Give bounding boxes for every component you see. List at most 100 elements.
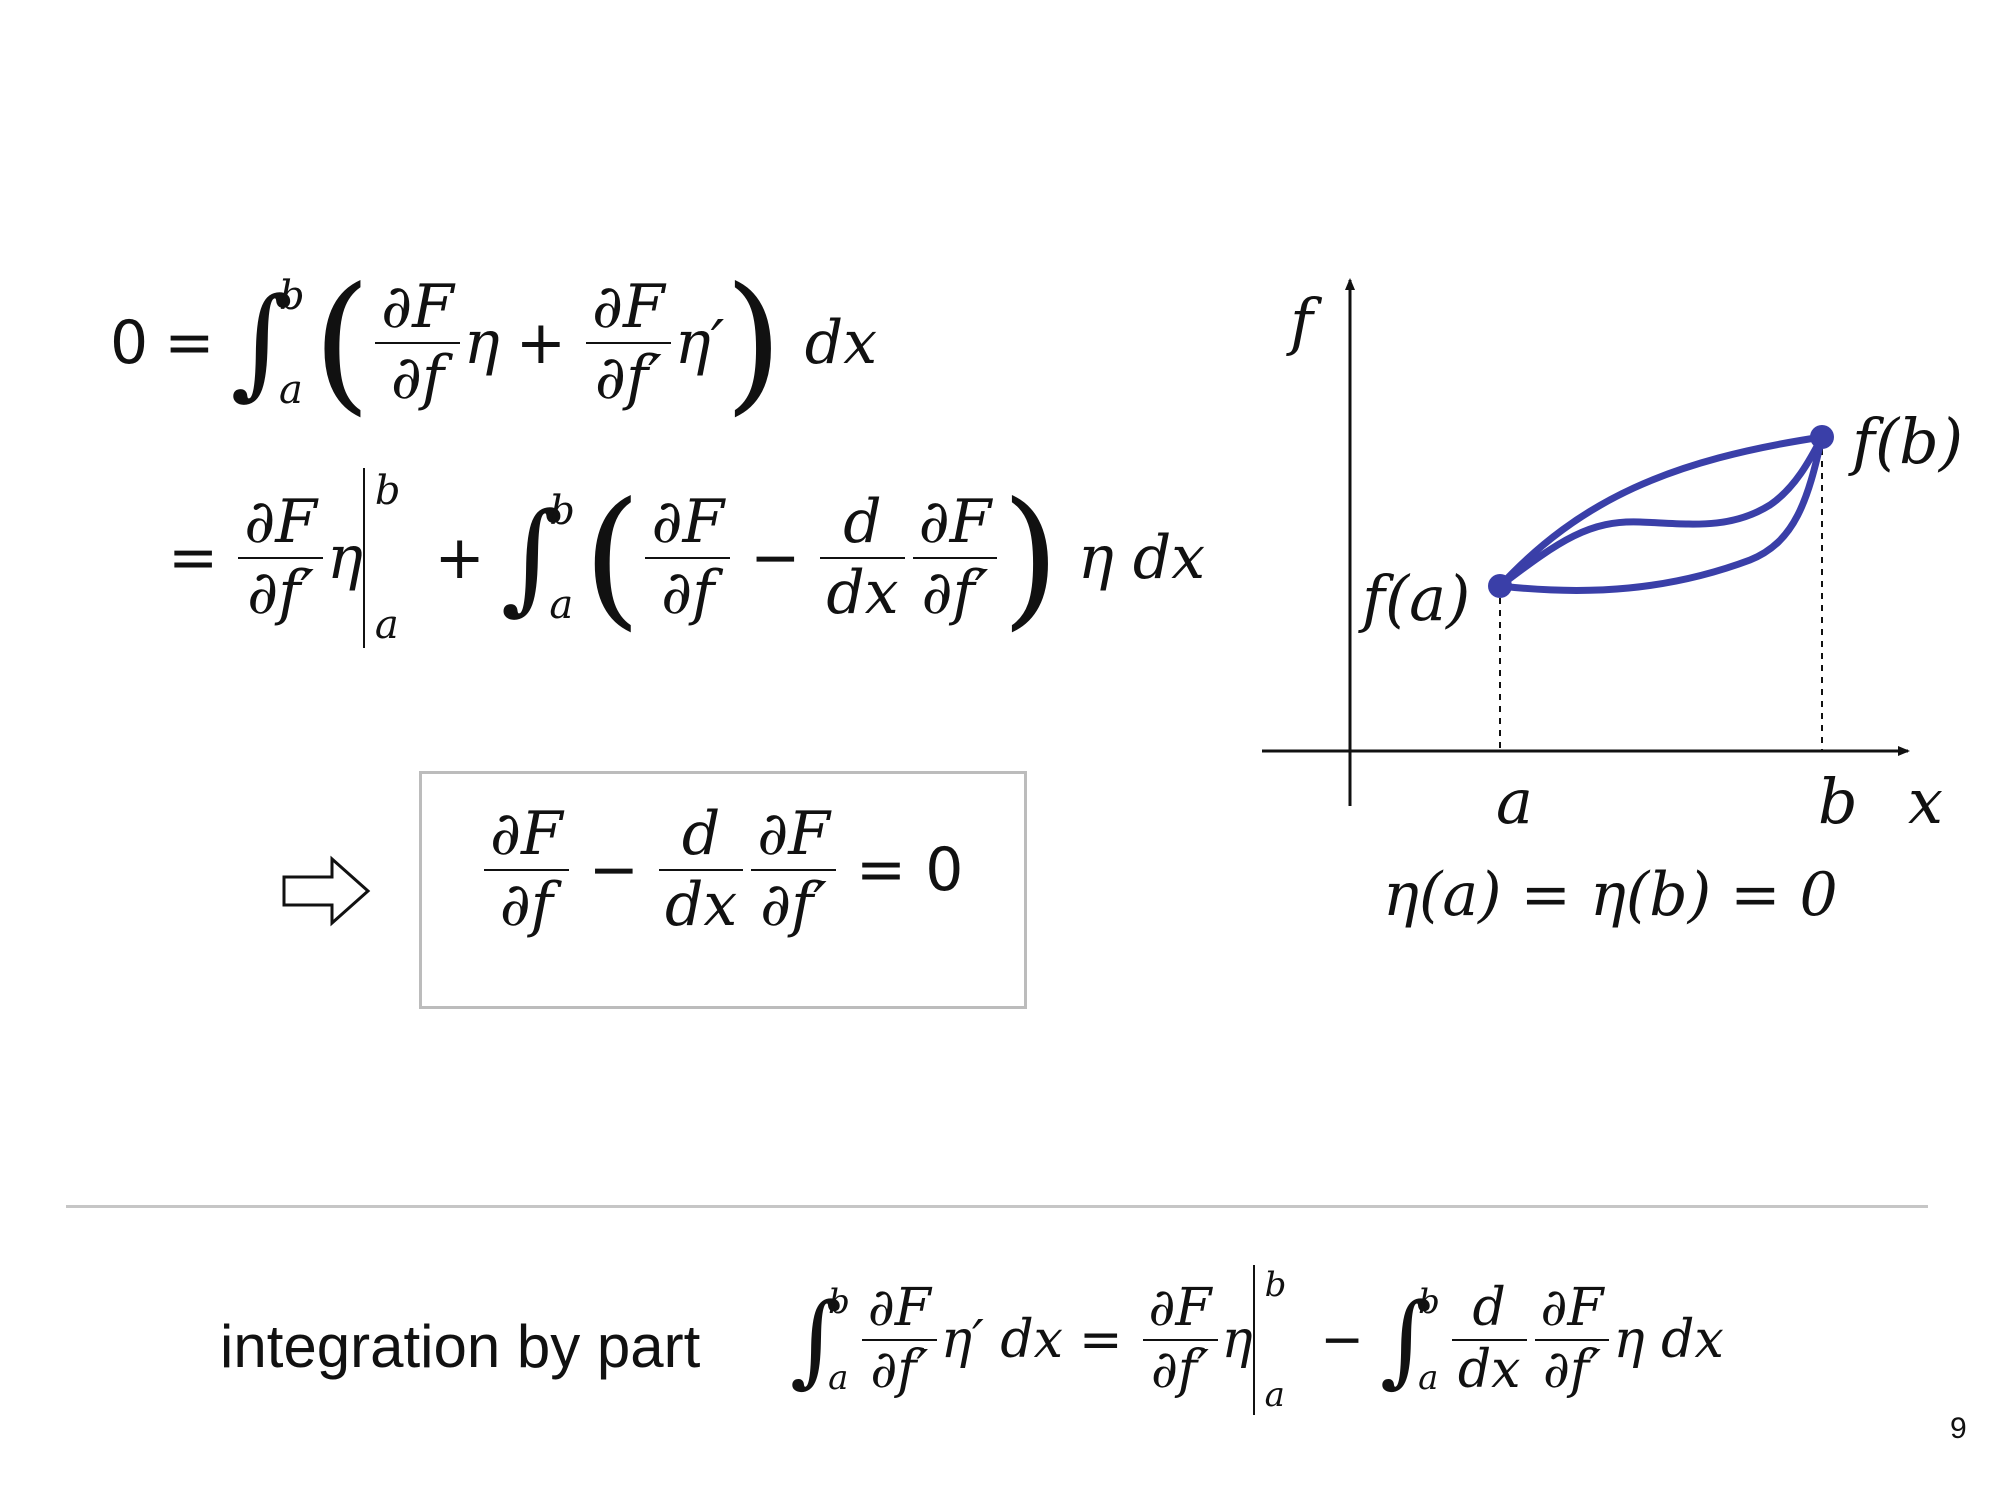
integral-limits: b a bbox=[549, 488, 575, 628]
denominator: ∂f′ bbox=[1151, 1340, 1209, 1400]
integral-limits: b a bbox=[1418, 1282, 1440, 1398]
right-paren: ) bbox=[1001, 471, 1060, 645]
dx-term: dx bbox=[804, 308, 878, 378]
fraction-dF-df: ∂F ∂f bbox=[645, 488, 731, 628]
fraction-bar bbox=[1142, 1339, 1218, 1341]
denominator: ∂f bbox=[661, 558, 715, 628]
fraction-dF-dfprime: ∂F ∂f′ bbox=[912, 487, 998, 628]
fraction-bar bbox=[861, 1339, 937, 1341]
evaluation-bar: b a bbox=[362, 468, 401, 648]
right-paren: ) bbox=[724, 256, 783, 430]
eta-dx-term: η dx bbox=[1613, 1310, 1724, 1370]
fraction-dF-dfprime: ∂F ∂f′ bbox=[861, 1278, 937, 1401]
evaluation-limits: b a bbox=[1265, 1265, 1287, 1415]
integral: ∫ b a bbox=[1380, 1282, 1440, 1398]
endpoint-b-marker bbox=[1810, 425, 1834, 449]
numerator: ∂F bbox=[757, 799, 830, 869]
endpoint-a-marker bbox=[1488, 574, 1512, 598]
fraction-bar bbox=[238, 557, 323, 559]
fraction-dF-dfprime: ∂F ∂f′ bbox=[586, 273, 671, 413]
fraction-bar bbox=[645, 557, 731, 559]
fraction-bar bbox=[820, 557, 905, 559]
variation-diagram bbox=[1262, 278, 1910, 806]
left-paren: ( bbox=[312, 256, 372, 430]
eta-prime-term: η′ bbox=[674, 308, 725, 378]
fraction-dF-dfprime: ∂F ∂f′ bbox=[238, 488, 323, 628]
eta-dx-term: η dx bbox=[1077, 523, 1206, 593]
integral-sign: ∫ bbox=[230, 273, 293, 412]
denominator: ∂f bbox=[390, 343, 445, 413]
numerator: d bbox=[843, 487, 882, 557]
denominator: ∂f′ bbox=[760, 870, 827, 940]
evaluation-limits: b a bbox=[375, 468, 401, 648]
plus-sign: + bbox=[515, 308, 567, 378]
integral-sign: ∫ bbox=[500, 488, 564, 627]
fraction-bar bbox=[658, 869, 744, 871]
lower-variation-curve bbox=[1496, 433, 1826, 594]
equals-sign: = bbox=[168, 523, 219, 593]
fraction-d-dx: d dx bbox=[820, 487, 905, 628]
upper-variation-curve bbox=[1496, 433, 1826, 590]
numerator: ∂F bbox=[918, 487, 992, 557]
integral: ∫ b a bbox=[790, 1282, 850, 1398]
fraction-bar bbox=[1534, 1339, 1610, 1341]
evaluation-bar-line bbox=[1252, 1265, 1255, 1415]
fraction-d-dx: d dx bbox=[658, 799, 744, 940]
horizontal-divider bbox=[66, 1205, 1928, 1208]
y-axis-label: f bbox=[1290, 285, 1313, 358]
fraction-bar bbox=[586, 342, 671, 344]
fraction-dF-dfprime: ∂F ∂f′ bbox=[1534, 1278, 1610, 1401]
upper-limit: b bbox=[1418, 1282, 1440, 1322]
eta-term: η bbox=[463, 308, 500, 378]
integral-limits: b a bbox=[279, 273, 305, 413]
minus-sign: − bbox=[750, 523, 801, 593]
numerator: d bbox=[681, 799, 721, 869]
upper-limit: b bbox=[549, 488, 575, 534]
lower-limit: a bbox=[1264, 1375, 1285, 1415]
denominator: dx bbox=[1457, 1340, 1521, 1400]
denominator: ∂f′ bbox=[594, 343, 662, 413]
eta-prime-dx-term: η′ dx bbox=[940, 1310, 1063, 1370]
numerator: ∂F bbox=[381, 272, 454, 342]
fraction-bar bbox=[484, 869, 569, 871]
denominator: ∂f bbox=[499, 870, 553, 940]
boundary-condition: η(a) = η(b) = 0 bbox=[1383, 860, 1838, 930]
caption-integration-by-part: integration by part bbox=[220, 1313, 701, 1380]
numerator: ∂F bbox=[867, 1278, 931, 1339]
denominator: ∂f′ bbox=[247, 558, 315, 628]
numerator: ∂F bbox=[1148, 1278, 1212, 1339]
middle-variation-curve bbox=[1496, 433, 1826, 590]
numerator: ∂F bbox=[1540, 1278, 1604, 1339]
x-axis-label: x bbox=[1908, 765, 1943, 838]
euler-lagrange-box bbox=[419, 771, 1027, 1009]
implies-arrow-icon bbox=[282, 855, 371, 927]
zero-term: 0 bbox=[110, 308, 149, 378]
tick-label-b: b bbox=[1818, 765, 1858, 838]
upper-limit: b bbox=[1264, 1265, 1287, 1305]
fraction-dF-dfprime: ∂F ∂f′ bbox=[1142, 1278, 1218, 1401]
denominator: ∂f′ bbox=[921, 558, 989, 628]
plus-sign: + bbox=[434, 523, 485, 593]
fraction-dF-dfprime: ∂F ∂f′ bbox=[751, 800, 836, 940]
numerator: ∂F bbox=[490, 799, 563, 869]
integral: ∫ b a bbox=[501, 488, 575, 628]
minus-sign: − bbox=[588, 835, 639, 905]
upper-limit: b bbox=[828, 1282, 850, 1322]
evaluation-bar: b a bbox=[1252, 1265, 1287, 1415]
numerator: ∂F bbox=[244, 487, 317, 557]
lower-limit: a bbox=[374, 602, 399, 648]
evaluation-bar-line bbox=[362, 468, 365, 648]
integral: ∫ b a bbox=[230, 273, 304, 413]
upper-limit: b bbox=[374, 468, 401, 514]
integral-limits: b a bbox=[828, 1282, 850, 1398]
numerator: d bbox=[1472, 1278, 1506, 1339]
equals-zero: = 0 bbox=[855, 835, 964, 905]
point-label-fa: f(a) bbox=[1362, 562, 1471, 635]
page-number: 9 bbox=[1950, 1412, 1967, 1445]
fraction-bar bbox=[375, 342, 460, 344]
eta-term: η bbox=[326, 523, 363, 593]
denominator: dx bbox=[664, 870, 738, 940]
equation-line-2: = ∂F ∂f′ η b a + ∫ b a bbox=[168, 468, 1205, 648]
upper-limit: b bbox=[279, 273, 305, 319]
